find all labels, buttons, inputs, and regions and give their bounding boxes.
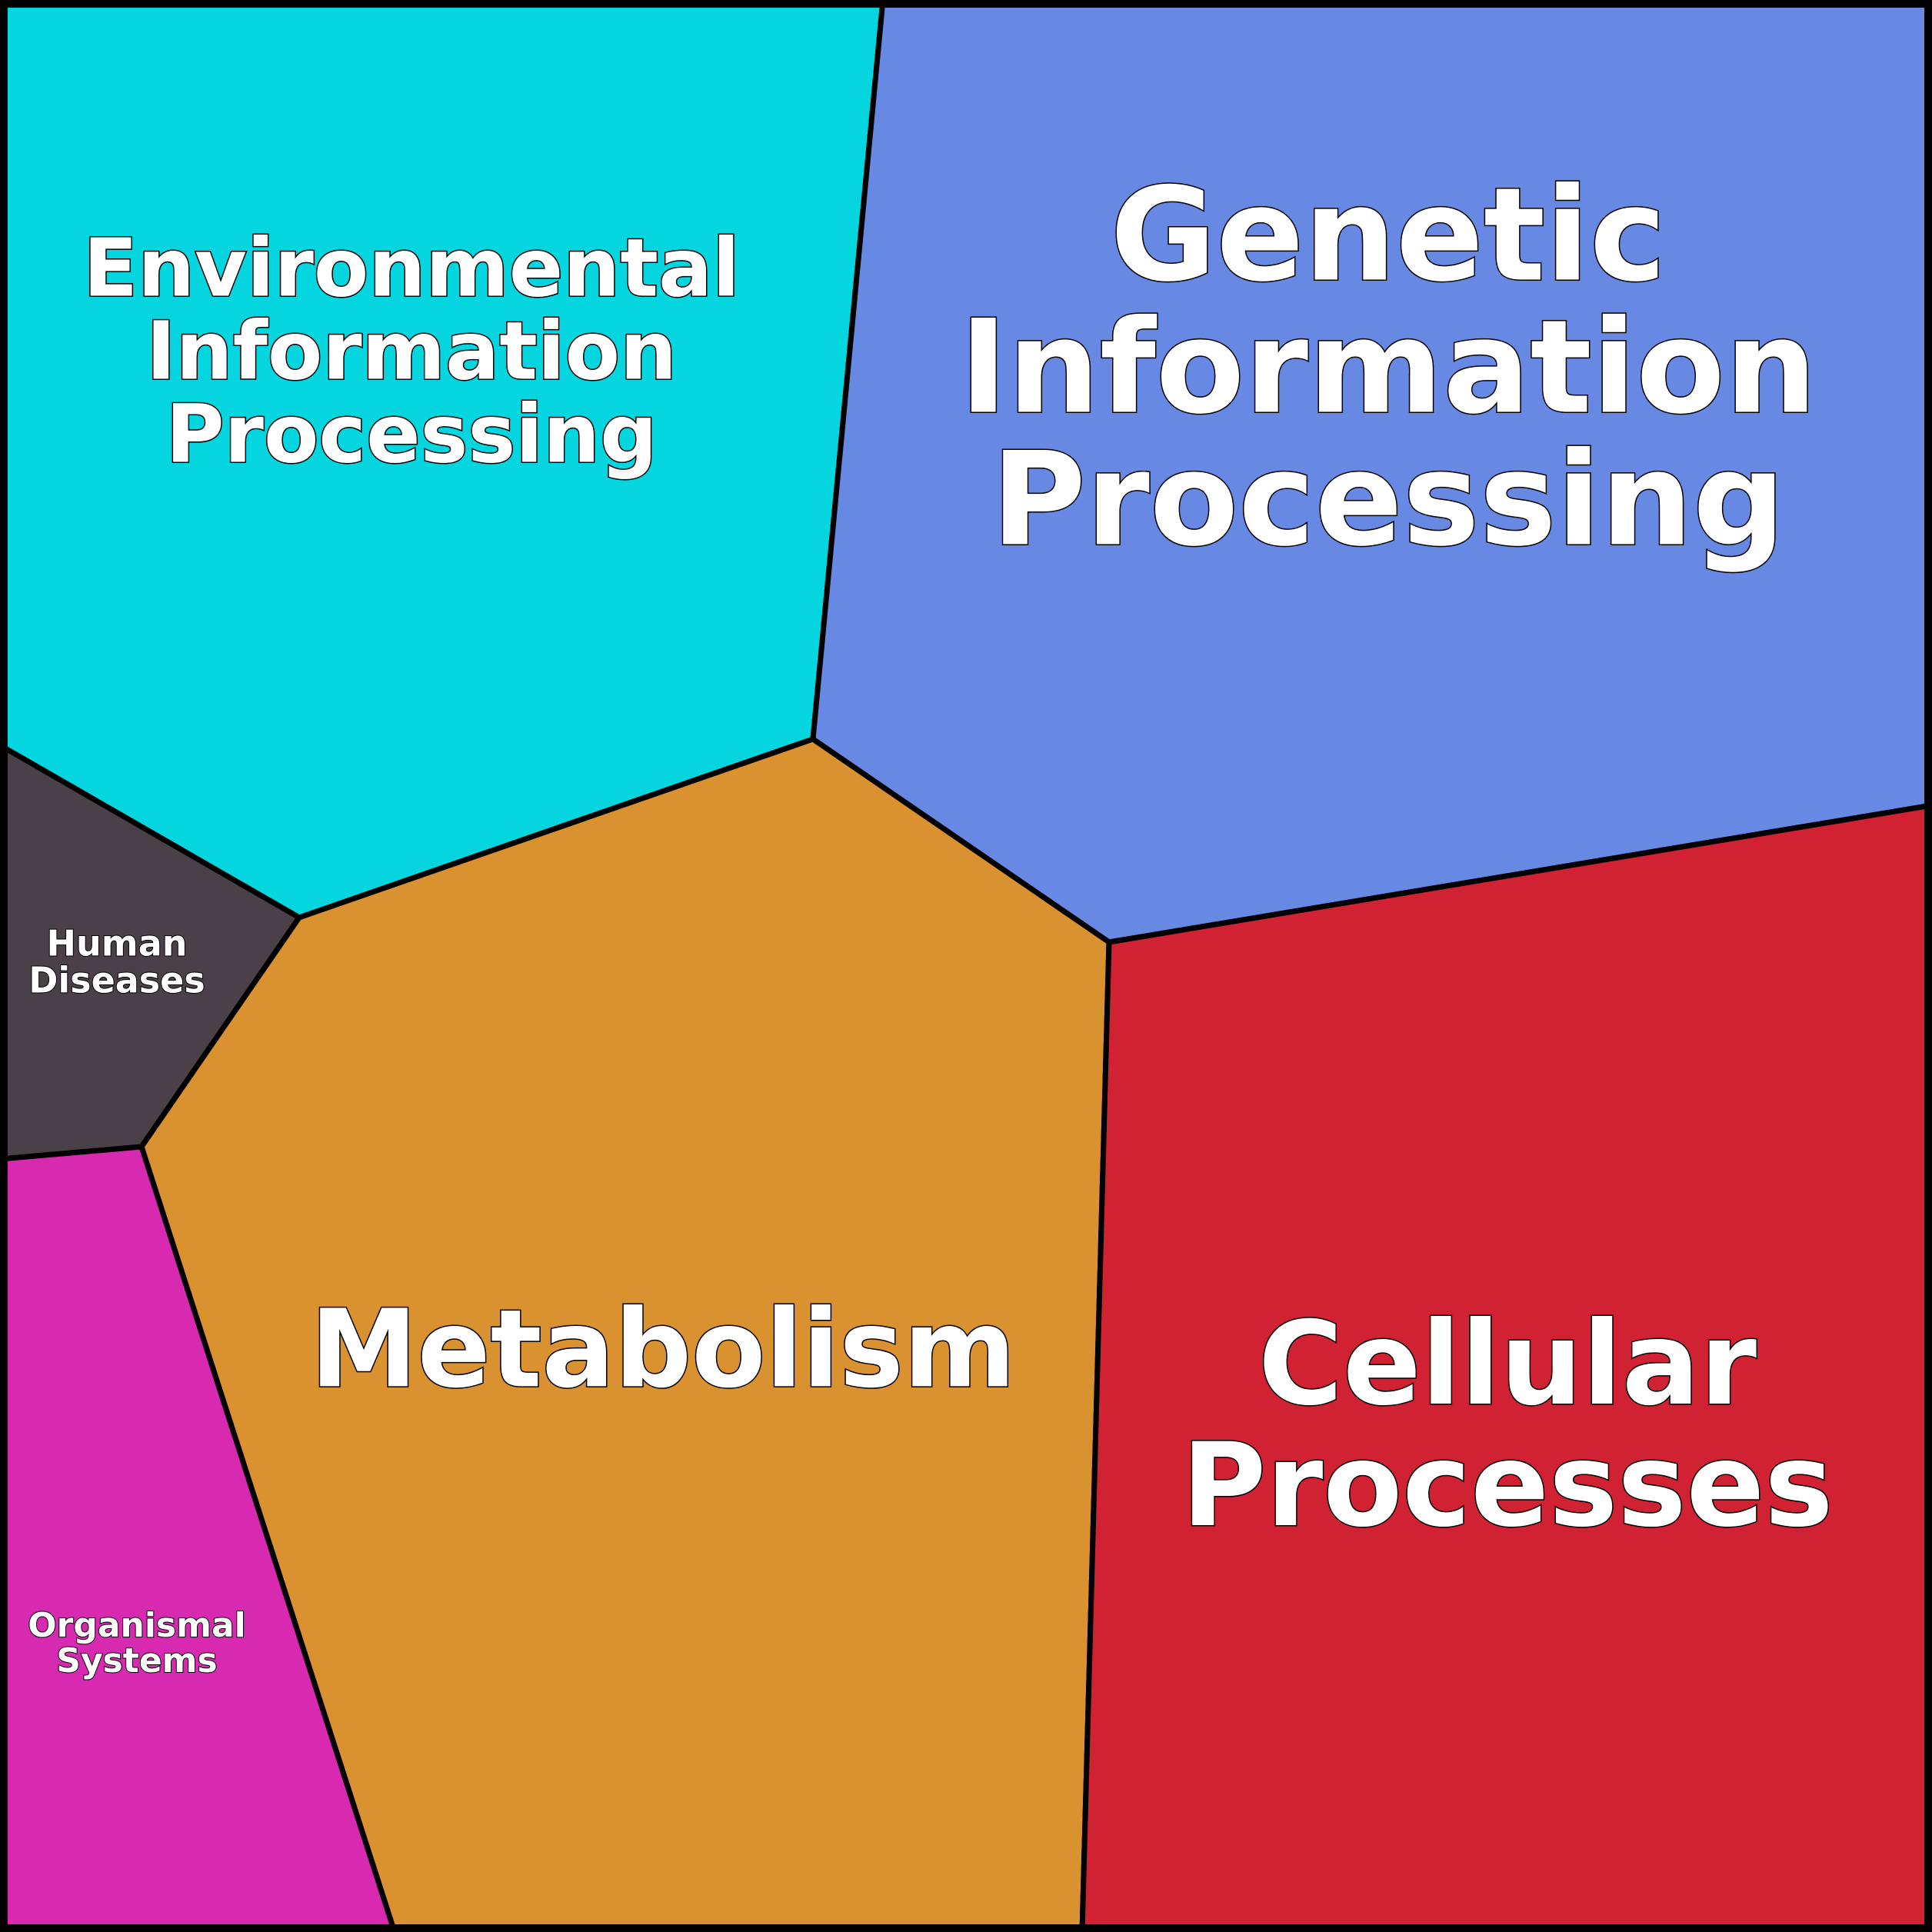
cell-label-line: Environmental bbox=[83, 221, 740, 315]
cell-label-metabolism: Metabolism bbox=[310, 1287, 1015, 1412]
cell-label-line: Information bbox=[960, 291, 1817, 442]
cell-label-line: Processing bbox=[165, 387, 657, 481]
cell-label-line: Genetic bbox=[1111, 159, 1667, 310]
cell-label-line: Information bbox=[146, 304, 677, 398]
cell-label-line: Metabolism bbox=[310, 1287, 1015, 1412]
cell-label-line: Processing bbox=[991, 424, 1785, 575]
cell-label-line: Human bbox=[47, 923, 188, 964]
cell-label-line: Organismal bbox=[28, 1606, 246, 1645]
cell-organismal[interactable] bbox=[0, 1144, 398, 1932]
cell-label-line: Processes bbox=[1181, 1419, 1833, 1553]
cell-label-line: Diseases bbox=[28, 960, 205, 1001]
cell-cellular[interactable] bbox=[1079, 802, 1932, 1932]
cell-label-line: Systems bbox=[56, 1641, 217, 1681]
cell-label-line: Cellular bbox=[1258, 1297, 1757, 1431]
